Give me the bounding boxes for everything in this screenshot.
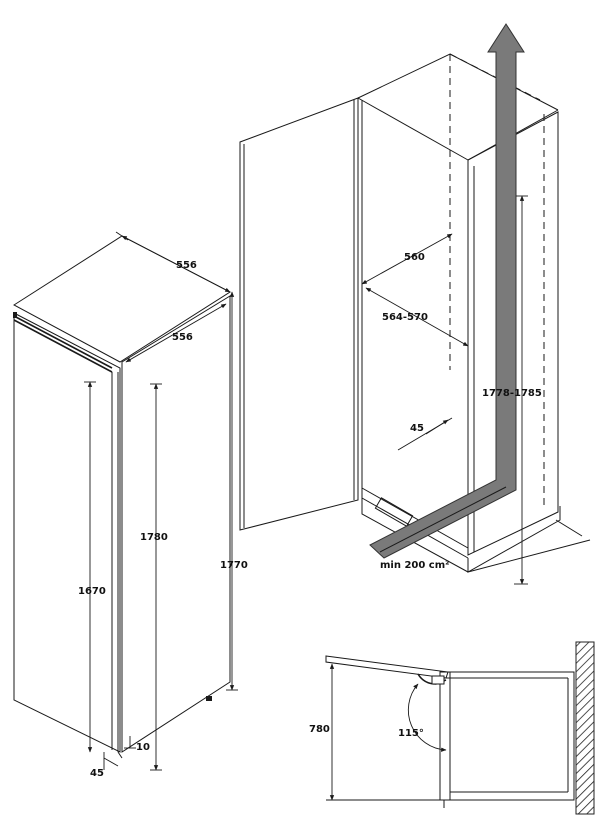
door-plan-drawing: [325, 641, 595, 815]
dim-door-clearance: 780: [309, 724, 330, 735]
dim-side-offset: 45: [90, 768, 104, 779]
dim-niche-height: 1778-1785: [482, 388, 542, 399]
dim-niche-depth: 564-570: [382, 312, 428, 323]
dim-depth-offset: 45: [410, 423, 424, 434]
dim-height-body: 1780: [140, 532, 168, 543]
niche-dimensions: [361, 195, 528, 585]
dim-bottom-gap: 10: [136, 742, 150, 753]
dim-opening-angle: 115°: [398, 728, 424, 739]
fridge-dimensions: [84, 231, 238, 771]
dim-depth-top: 556: [176, 260, 197, 271]
airflow-arrow: [369, 23, 525, 559]
wall-hatch: [575, 641, 595, 815]
dim-width-top: 556: [172, 332, 193, 343]
dim-height-door: 1670: [78, 586, 106, 597]
fridge-drawing: [13, 235, 232, 759]
dim-inner-depth: 560: [404, 252, 425, 263]
niche-drawing: [239, 23, 591, 573]
dim-height-total: 1770: [220, 560, 248, 571]
ventilation-label: min 200 cm²: [380, 560, 450, 571]
